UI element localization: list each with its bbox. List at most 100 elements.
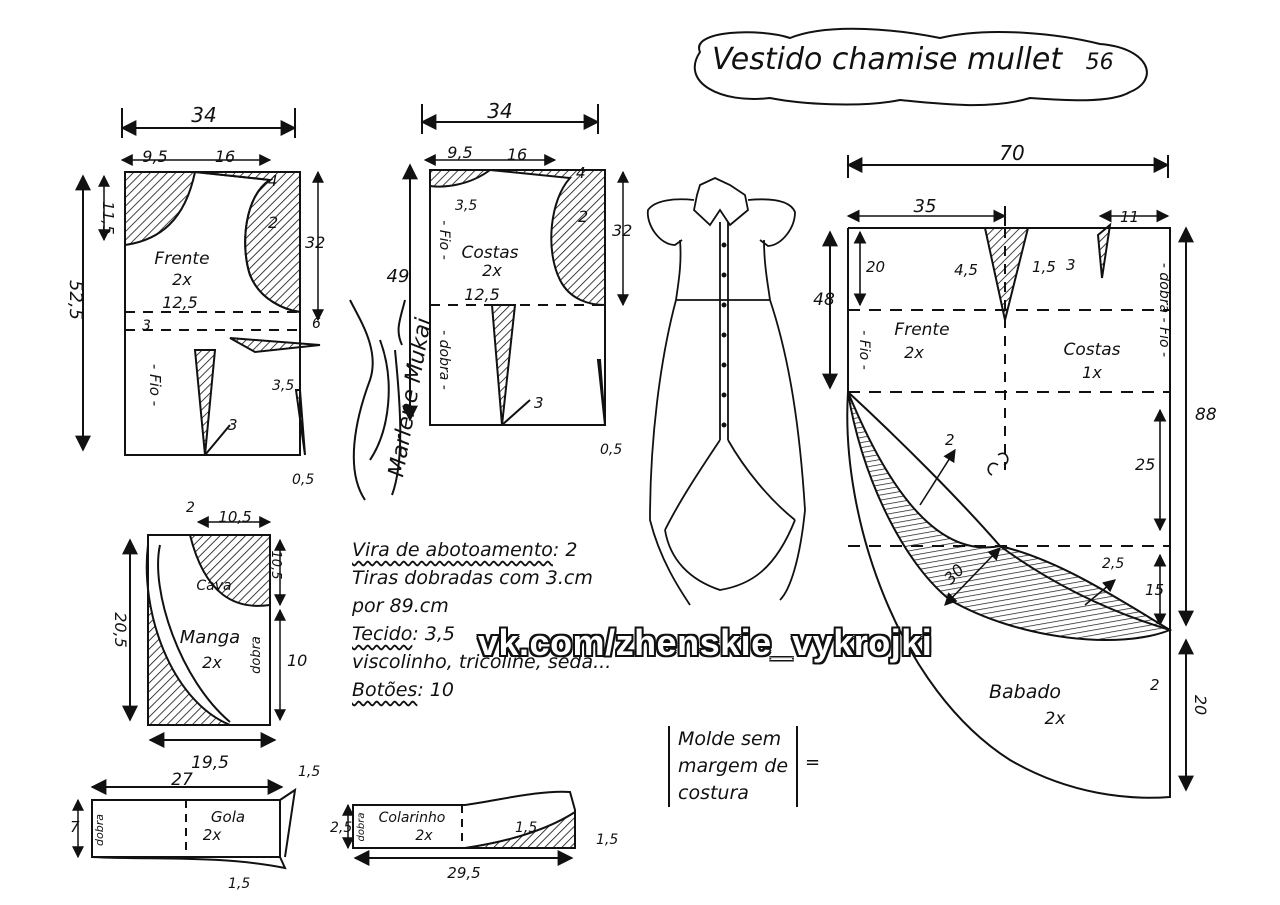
stand-height: 2,5 [330,820,352,836]
skirt-front-label: Frente [894,320,949,340]
sleeve-qty: 2x [202,653,222,672]
front-armhole: 2 [268,213,278,232]
skirt-back-qty: 1x [1082,363,1102,382]
skirt-back-dart: 3 [1066,256,1076,274]
back-hem: 0,5 [600,442,622,458]
sleeve-top: 10,5 [218,508,251,526]
front-side-dart-a: 6 [312,316,321,332]
sleeve-labels: 2 10,5 10,5 20,5 10 19,5 Cava Manga 2x d… [111,500,307,773]
notes-line6-value: : 10 [417,679,454,701]
stand-tip-b: 1,5 [596,832,618,848]
molde-line3: costura [678,782,749,804]
stand-label: Colarinho [379,810,446,826]
front-shoulder-a: 9,5 [142,147,167,166]
front-neck-depth: 11,5 [99,201,117,234]
skirt-back-offset: 11 [1120,208,1139,226]
collar [72,779,297,870]
skirt-height-a: 20 [866,258,885,276]
collar-fold: dobra [93,814,106,846]
notes-line3: por 89.cm [352,595,449,617]
back-dart-pos: 12,5 [464,285,500,304]
molde-mark: = [805,752,820,773]
collar-stand [342,790,576,866]
front-dart: 3 [228,416,238,434]
ruffle-g: 20 [1191,695,1210,715]
front-label: Frente [154,249,209,269]
molde-mark-text: = [805,752,821,773]
front-total-height: 52,5 [65,280,86,320]
back-neck-depth: 3,5 [455,198,477,214]
back-grain: - Fio - [436,220,452,260]
back-width-label: 34 [487,99,512,123]
ruffle-e: 15 [1145,581,1164,599]
notes-line5: viscolinho, tricoline, seda... [352,651,612,673]
notes-line4-label: Tecido [352,623,413,645]
molde-line1: Molde sem [678,728,782,750]
sleeve-label: Manga [180,627,240,648]
sleeve-right: 10,5 [268,551,283,580]
sleeve-left: 20,5 [111,612,130,648]
title-name: Vestido chamise mullet [712,42,1063,77]
sleeve-side: 10 [287,651,307,670]
skirt-labels: 70 35 11 4,5 1,5 3 20 48 88 - Fio - - do… [813,141,1217,729]
front-bodice [75,108,324,456]
collar-height: 7 [70,818,80,836]
skirt-dart-b: 1,5 [1032,258,1056,276]
back-bodice [402,104,629,426]
ruffle-qty: 2x [1045,709,1067,729]
skirt-height-right: 88 [1195,405,1217,425]
skirt-fold: - dobra - Fio - [1156,263,1172,357]
dress-sketch [647,177,806,606]
notes-line1-label: Vira de abotoamento [352,539,553,561]
front-width-label: 34 [191,103,216,127]
sleeve-cava: Cava [196,578,231,594]
front-bust-dart: 12,5 [162,293,198,312]
skirt-half: 35 [914,196,937,217]
skirt [822,155,1194,799]
notes-block: Vira de abotoamento: 2 Tiras dobradas co… [352,536,611,704]
signature-drawing [349,299,406,501]
sleeve-top-offset: 2 [186,500,195,516]
front-side-dart-b: 3,5 [272,378,294,394]
back-label: Costas [461,243,518,263]
stand-tip-a: 1,5 [515,820,537,836]
front-grain: - Fio - [146,364,164,406]
sleeve-fold: dobra [249,636,264,674]
title-cloud [693,27,1148,107]
front-shoulder-b: 16 [215,147,235,166]
back-shoulder-drop: 4 [576,164,586,182]
collar-label: Gola [211,808,245,826]
ruffle-label: Babado [989,681,1061,703]
ruffle-f: 2 [1150,676,1160,694]
skirt-front-qty: 2x [904,343,924,362]
sleeve [122,516,286,748]
skirt-height-left: 48 [813,290,835,310]
ruffle-b: 25 [1135,455,1155,474]
watermark: vk.com/zhenskie_vykrojki [478,622,933,663]
stand-qty: 2x [415,828,433,844]
skirt-grain: - Fio - [856,330,872,370]
collar-width: 27 [171,770,193,790]
stand-fold: dobra [356,812,367,841]
skirt-back-label: Costas [1063,340,1120,360]
skirt-width: 70 [999,141,1024,165]
collar-tip: 1,5 [298,764,320,780]
back-shoulder-b: 16 [507,145,527,164]
notes-line1-value: : 2 [552,539,578,561]
back-fold: - dobra - [436,330,452,390]
notes-line6-label: Botões [352,679,418,701]
molde-note: Molde sem margem de costura [668,726,799,807]
front-shoulder-drop: 4 [268,172,278,190]
back-side-height: 32 [612,221,632,240]
front-bodice-labels: 34 9,5 16 11,5 4 2 32 52,5 Frente 2x 12,… [65,103,325,488]
front-hem: 0,5 [292,472,314,488]
sleeve-bottom: 19,5 [191,753,229,773]
front-side-height: 32 [305,233,325,252]
collar-labels: 27 7 1,5 1,5 Gola 2x dobra [70,764,320,892]
back-shoulder-a: 9,5 [447,143,472,162]
front-waist: 3 [142,318,151,334]
back-armhole: 2 [578,207,588,226]
collar-bottom: 1,5 [228,876,250,892]
title-number: 56 [1085,50,1114,75]
